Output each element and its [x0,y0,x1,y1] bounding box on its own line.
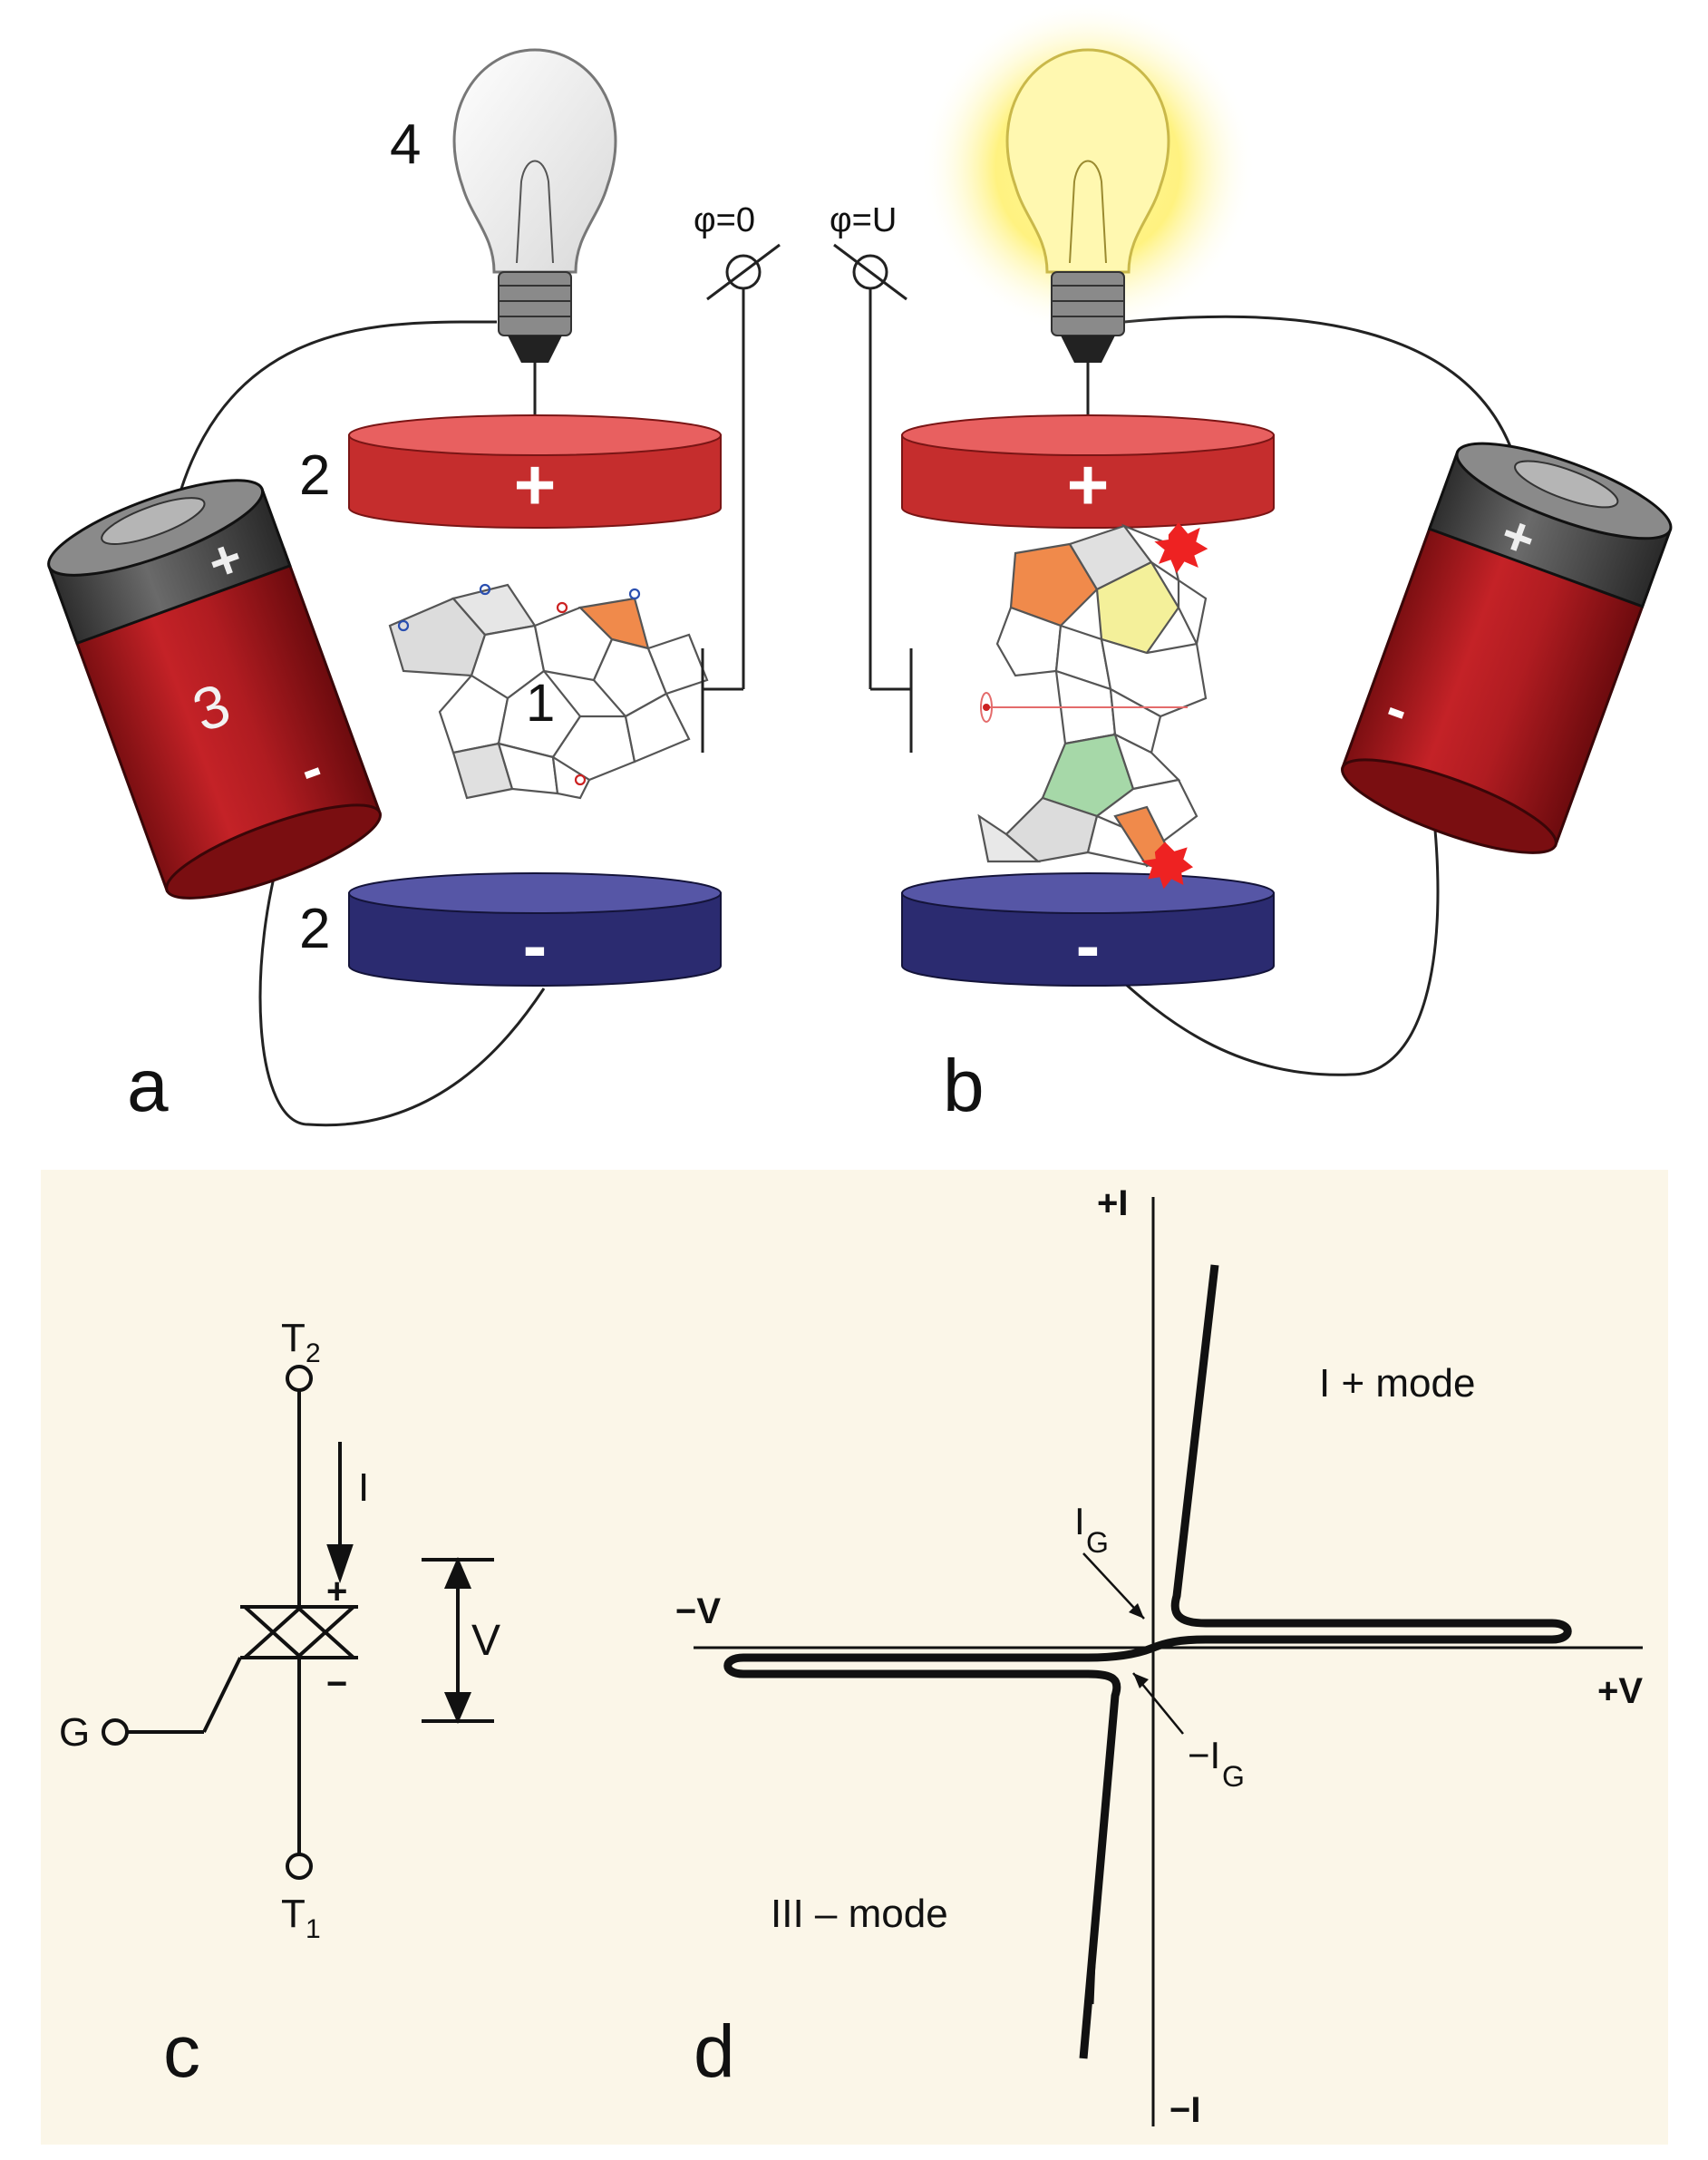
iv-curve-quadrant-3 [723,1643,1155,2059]
electrode-positive-right: + [901,414,1275,529]
triac-minus: − [326,1664,347,1704]
panel-label-b: b [943,1045,985,1127]
panel-c-triac [102,1365,494,1880]
label-mode-1: I + mode [1319,1361,1475,1406]
panel-d-iv-curve: +I −I +V −V I + mode III – mode I G −I G [675,1183,1643,2130]
wire-left-top [166,320,498,545]
label-plus-v: +V [1597,1671,1643,1711]
label-plus-i: +I [1097,1183,1128,1223]
minus-sign-left: - [523,905,548,986]
panel-label-a: a [127,1045,169,1127]
triac-t2-sub: 2 [306,1338,321,1368]
molecule-stretched [977,522,1208,890]
gate-right [833,243,913,753]
wire-left-bottom [258,833,546,1127]
wire-right-top [1123,315,1525,495]
label-neg-ig-sub: G [1222,1760,1245,1793]
wire-right-bottom [1113,802,1440,1076]
label-ig-sub: G [1086,1526,1109,1559]
label-minus-i: −I [1169,2090,1200,2130]
label-mode-3: III – mode [771,1892,948,1936]
iv-curve-quadrant-1 [1151,1264,1572,1652]
bulb-label: 4 [390,113,421,176]
panel-a-b: 4 + - 2 2 + [47,0,1673,1127]
triac-plus: + [326,1571,347,1611]
electrode-label-bottom: 2 [299,898,330,960]
triac-voltage: V [471,1617,500,1665]
electrode-negative-left: - [348,872,722,987]
bulb-on-icon [920,0,1256,363]
triac-current: I [358,1465,369,1510]
plus-sign-left: + [514,444,557,525]
molecule-folded [388,583,709,800]
electrode-negative-right: - [901,872,1275,987]
gate-left-label: φ=0 [694,201,755,239]
minus-sign-right: - [1076,905,1101,986]
panel-label-c: c [163,2010,200,2093]
molecule-label: 1 [526,674,555,733]
panel-label-d: d [694,2010,735,2093]
battery-left-icon: + 3 - [47,479,382,900]
triac-t2: T [281,1316,306,1360]
label-ig: I [1074,1500,1085,1542]
triac-t1: T [281,1892,306,1936]
gate-right-label: φ=U [830,201,897,239]
triac-gate: G [59,1710,90,1755]
plus-sign-right: + [1067,444,1110,525]
gate-left [701,243,781,753]
electrode-label-top: 2 [299,444,330,507]
triac-t1-sub: 1 [306,1914,321,1944]
battery-right-icon: + - [1341,442,1673,854]
label-neg-ig: −I [1188,1734,1220,1776]
bulb-off-icon [452,48,617,363]
label-minus-v: −V [675,1591,721,1631]
electrode-positive-left: + [348,414,722,529]
